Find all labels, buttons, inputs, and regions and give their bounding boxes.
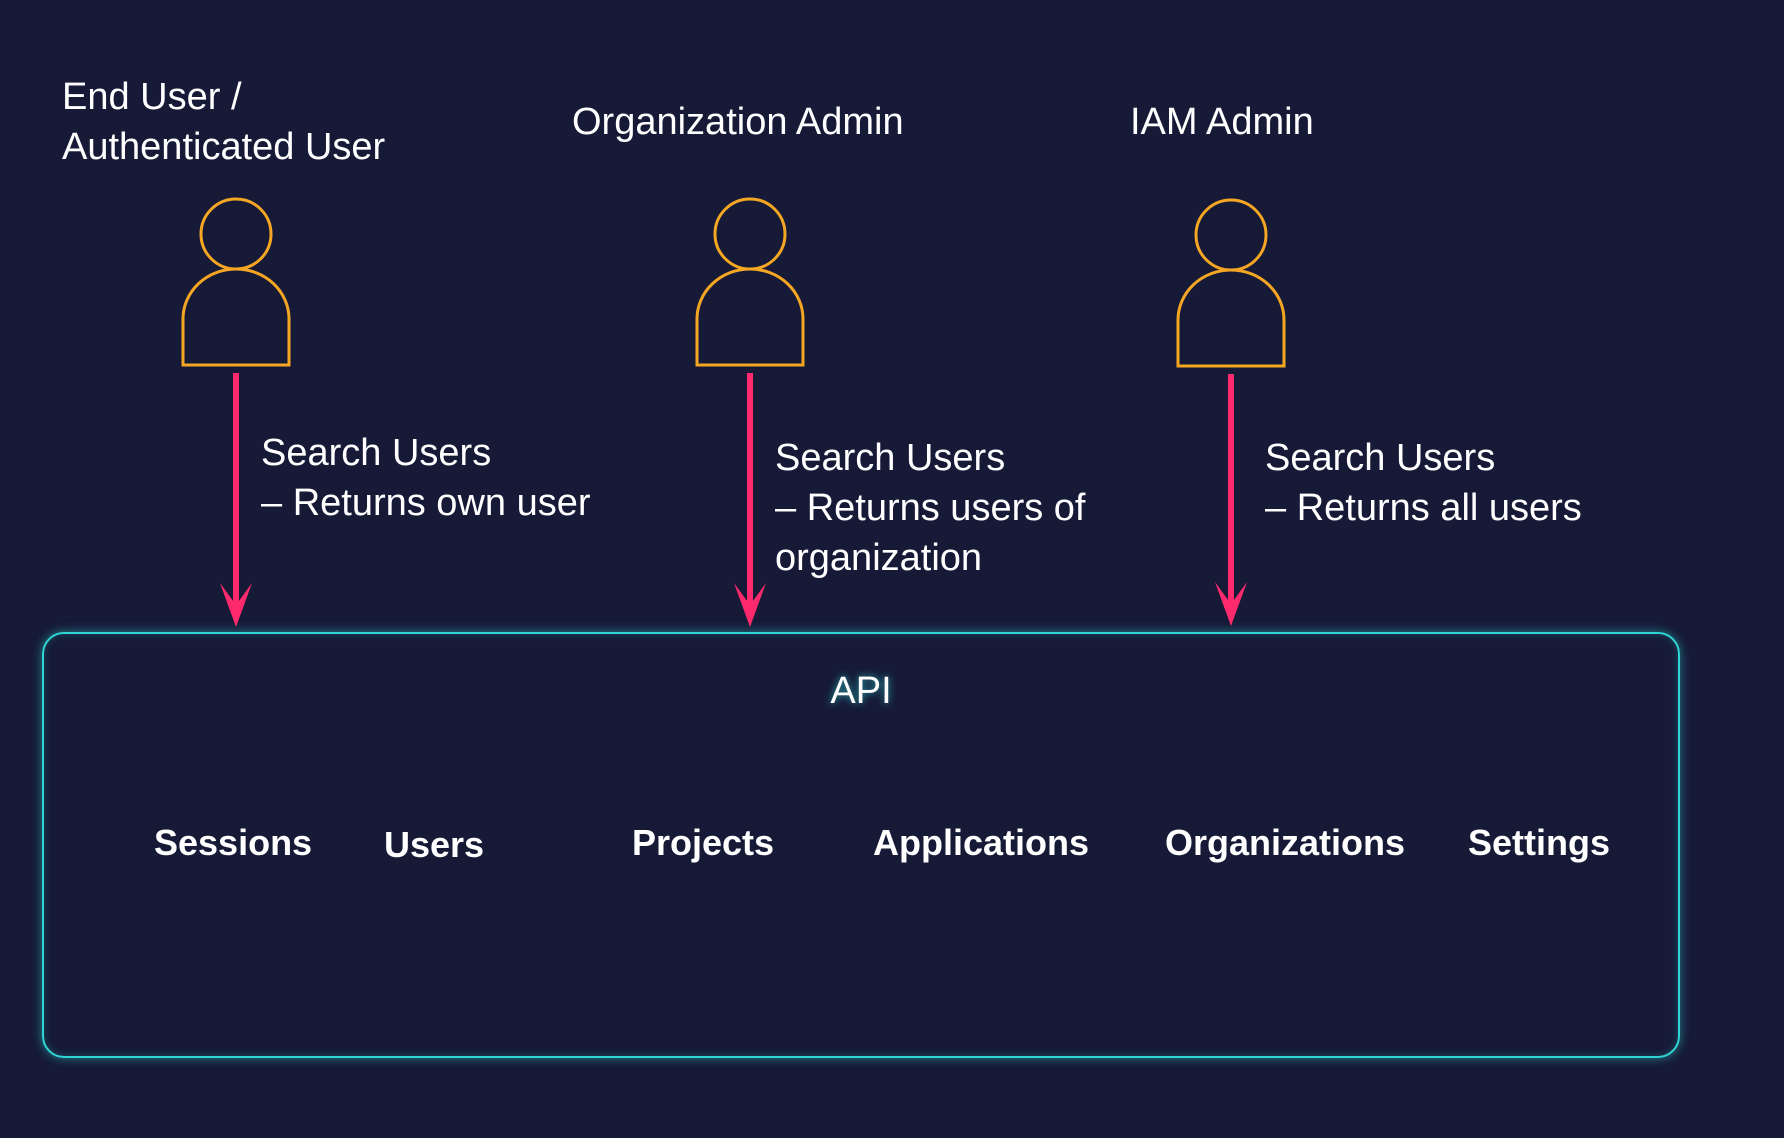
actor-title-line: Authenticated User (62, 126, 386, 168)
desc-line: organization (775, 537, 983, 579)
resource-organizations: Organizations (1165, 822, 1406, 863)
user-icon (1176, 198, 1286, 368)
api-box: API Sessions Users Projects Applications… (42, 632, 1680, 1058)
desc-line: Search Users (1265, 437, 1496, 479)
resource-settings: Settings (1468, 822, 1611, 863)
arrow-down-icon (734, 373, 766, 627)
actor-org-admin-description: Search Users – Returns users of organiza… (775, 433, 1085, 583)
desc-line: – Returns users of (775, 487, 1086, 529)
actor-org-admin-title: Organization Admin (572, 97, 904, 147)
resource-projects: Projects (632, 822, 775, 863)
api-label: API (830, 670, 892, 712)
actor-iam-admin-description: Search Users – Returns all users (1265, 433, 1582, 533)
arrow-down-icon (1215, 374, 1247, 626)
desc-line: Search Users (261, 432, 492, 474)
actor-end-user-description: Search Users – Returns own user (261, 428, 591, 528)
desc-line: Search Users (775, 437, 1006, 479)
actor-title-line: Organization Admin (572, 101, 904, 143)
user-icon (181, 197, 291, 367)
arrow-down-icon (220, 373, 252, 627)
resource-applications: Applications (873, 822, 1090, 863)
actor-title-line: IAM Admin (1130, 101, 1314, 143)
user-icon (695, 197, 805, 367)
actor-end-user-title: End User / Authenticated User (62, 72, 385, 172)
resource-sessions: Sessions (154, 822, 313, 863)
actor-iam-admin-title: IAM Admin (1130, 97, 1314, 147)
desc-line: – Returns own user (261, 482, 591, 524)
actor-title-line: End User / (62, 76, 242, 118)
desc-line: – Returns all users (1265, 487, 1582, 529)
resource-users: Users (384, 824, 485, 865)
